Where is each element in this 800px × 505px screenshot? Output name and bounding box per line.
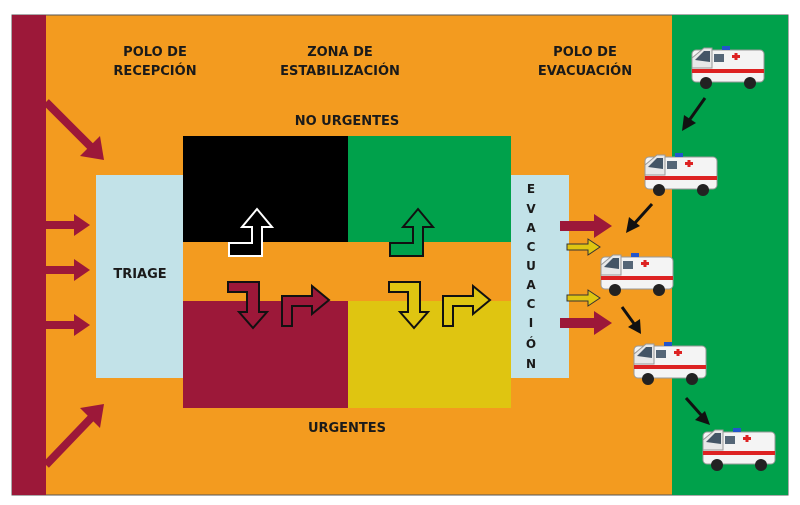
arrow-diagonal-down-icon bbox=[43, 99, 104, 160]
urgent-label: URGENTES bbox=[308, 421, 386, 436]
svg-text:Ó: Ó bbox=[526, 336, 536, 351]
arrow-right-icon bbox=[560, 311, 612, 335]
arrow-right-icon bbox=[560, 214, 612, 238]
arrow-right-icon bbox=[566, 289, 601, 307]
arrow-icon bbox=[684, 397, 710, 425]
arrow-icon bbox=[682, 97, 707, 131]
arrow-icon bbox=[626, 202, 654, 233]
stabilization-heading-2: ESTABILIZACIÓN bbox=[280, 63, 400, 79]
svg-text:I: I bbox=[529, 316, 533, 330]
right-arrow-yellow-icon bbox=[442, 283, 492, 327]
evacuation-heading-1: POLO DE bbox=[553, 45, 617, 60]
svg-text:N: N bbox=[526, 357, 536, 371]
evacuation-heading-2: EVACUACIÓN bbox=[538, 63, 632, 79]
down-arrow-red-icon bbox=[227, 281, 270, 330]
evacuation-vertical-label: E V A C U A C I Ó N bbox=[526, 182, 536, 371]
arrow-diagonal-up-icon bbox=[43, 404, 104, 468]
arrow-icon bbox=[620, 306, 641, 334]
stabilization-heading-1: ZONA DE bbox=[307, 45, 373, 60]
svg-text:A: A bbox=[526, 221, 536, 235]
right-arrow-red-icon bbox=[281, 283, 331, 327]
arrow-right-icon bbox=[46, 314, 90, 336]
svg-text:C: C bbox=[527, 240, 536, 254]
svg-text:A: A bbox=[526, 278, 536, 292]
reception-heading-1: POLO DE bbox=[123, 45, 187, 60]
arrow-right-icon bbox=[566, 238, 601, 256]
triage-box bbox=[96, 175, 183, 378]
svg-text:V: V bbox=[526, 202, 536, 216]
ambulance-flow-arrows bbox=[620, 97, 710, 425]
down-arrow-yellow-icon bbox=[388, 281, 431, 330]
svg-text:E: E bbox=[527, 182, 535, 196]
maroon-input-bar bbox=[12, 15, 46, 495]
inbound-arrows bbox=[43, 99, 104, 468]
reception-heading-2: RECEPCIÓN bbox=[113, 63, 196, 79]
red-zone bbox=[183, 301, 348, 408]
up-arrow-black-icon bbox=[228, 207, 275, 257]
svg-text:U: U bbox=[526, 259, 536, 273]
triage-label: TRIAGE bbox=[113, 267, 166, 282]
non-urgent-label: NO URGENTES bbox=[295, 114, 400, 129]
svg-text:C: C bbox=[527, 297, 536, 311]
outbound-arrows bbox=[560, 214, 612, 335]
up-arrow-green-icon bbox=[389, 207, 436, 257]
arrow-right-icon bbox=[46, 259, 90, 281]
green-ambulance-zone bbox=[672, 15, 788, 495]
evacuation-box bbox=[511, 175, 569, 378]
arrow-right-icon bbox=[46, 214, 90, 236]
yellow-zone bbox=[348, 301, 511, 408]
